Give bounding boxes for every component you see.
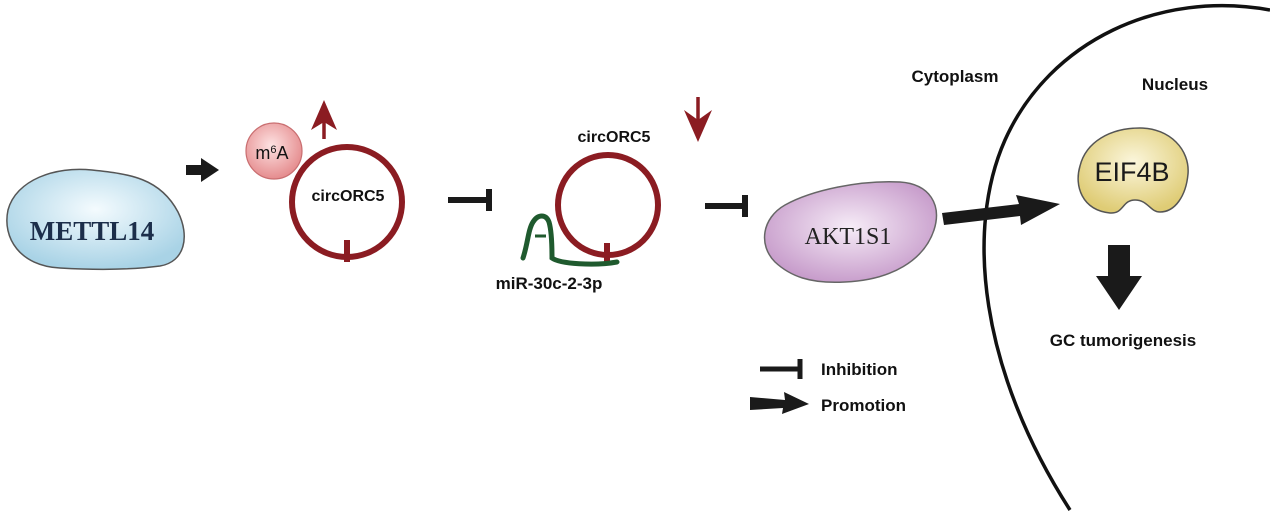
mirna-hairpin-icon bbox=[520, 213, 620, 267]
promotion-arrow-eif4b-gc bbox=[1096, 245, 1142, 310]
akt1s1-label: AKT1S1 bbox=[805, 224, 892, 250]
mettl14-label: METTL14 bbox=[30, 216, 155, 246]
legend-inhibition-label: Inhibition bbox=[821, 360, 897, 379]
mirna-label: miR-30c-2-3p bbox=[496, 274, 603, 293]
circorc5-ring-left: circORC5 bbox=[289, 144, 405, 262]
legend: Inhibition Promotion bbox=[750, 359, 906, 415]
nucleus-label: Nucleus bbox=[1142, 75, 1208, 94]
eif4b-protein: EIF4B bbox=[1077, 127, 1189, 214]
circorc5-label-right: circORC5 bbox=[578, 129, 651, 146]
cytoplasm-label: Cytoplasm bbox=[912, 67, 999, 86]
m6a-label: m6A bbox=[255, 143, 288, 163]
downregulation-arrow-icon bbox=[684, 110, 712, 142]
promotion-arrow-akt1s1-eif4b bbox=[942, 195, 1060, 225]
inhibition-arrow-circorc5-mir bbox=[448, 189, 492, 211]
eif4b-label: EIF4B bbox=[1094, 157, 1169, 187]
gc-tumorigenesis-label: GC tumorigenesis bbox=[1050, 331, 1196, 350]
circorc5-ring-right bbox=[555, 152, 661, 263]
legend-promotion-label: Promotion bbox=[821, 396, 906, 415]
legend-inhibition-icon bbox=[760, 359, 803, 379]
legend-promotion-icon bbox=[750, 392, 809, 414]
m6a-modification: m6A bbox=[245, 122, 303, 180]
nuclear-envelope bbox=[982, 3, 1270, 511]
promotion-arrow-mettl14 bbox=[186, 158, 219, 182]
upregulation-arrow-icon bbox=[311, 100, 337, 130]
circorc5-label-left: circORC5 bbox=[312, 188, 385, 205]
mettl14-protein: METTL14 bbox=[6, 168, 185, 271]
inhibition-arrow-mir-akt1s1 bbox=[705, 195, 748, 217]
akt1s1-protein: AKT1S1 bbox=[763, 180, 938, 284]
